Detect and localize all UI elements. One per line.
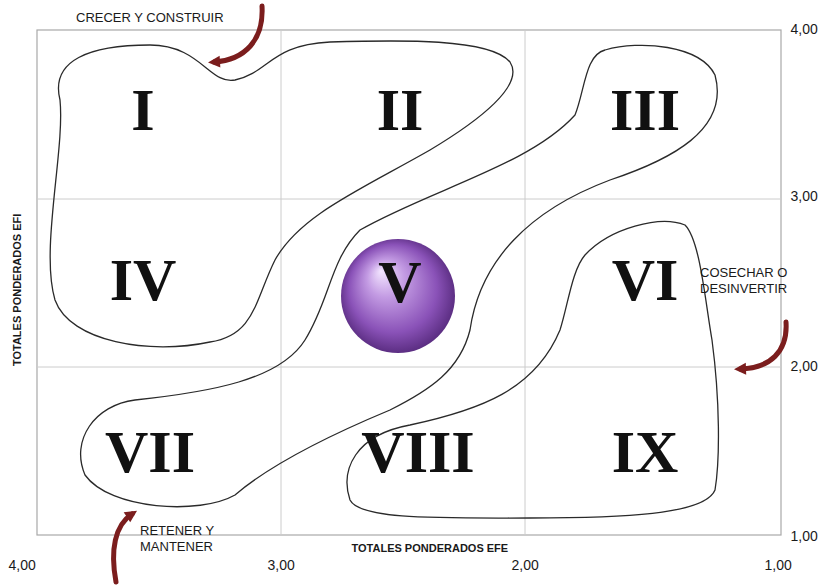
matrix-cell: IX xyxy=(525,367,781,535)
axis-value: 3,00 xyxy=(791,188,818,206)
quadrant-numeral: VII xyxy=(105,422,195,482)
strategy-label: RETENER Y MANTENER xyxy=(140,523,236,556)
axis-title: TOTALES PONDERADOS EFI xyxy=(11,214,25,366)
quadrant-numeral: I xyxy=(131,80,154,140)
quadrant-numeral: IX xyxy=(612,422,679,482)
region-outline xyxy=(81,45,718,506)
callout-arrows xyxy=(114,6,787,582)
axis-value: 1,00 xyxy=(765,557,792,575)
matrix-cell: V xyxy=(281,199,525,367)
grid-border xyxy=(37,30,781,535)
axis-value: 4,00 xyxy=(9,557,36,575)
callout-arrow xyxy=(740,322,786,369)
axis-value: 2,00 xyxy=(512,557,539,575)
region-outlines xyxy=(50,41,718,518)
grid-line xyxy=(525,30,526,535)
quadrant-numeral: II xyxy=(377,80,424,140)
quadrant-numeral: VI xyxy=(612,250,679,310)
grid-line xyxy=(37,199,781,200)
matrix-cell: III xyxy=(525,30,781,199)
grid-line xyxy=(37,367,781,368)
strategy-label: COSECHAR O DESINVERTIR xyxy=(700,265,804,298)
quadrant-numeral: III xyxy=(610,80,680,140)
axis-value: 2,00 xyxy=(791,358,818,376)
matrix-cell: II xyxy=(281,30,525,199)
region-outline xyxy=(347,222,718,518)
quadrant-numeral: IV xyxy=(110,250,177,310)
axis-value: 4,00 xyxy=(791,21,818,39)
axis-value: 3,00 xyxy=(268,557,295,575)
strategy-label: CRECER Y CONSTRUIR xyxy=(76,10,224,26)
quadrant-numeral: VIII xyxy=(361,422,474,482)
grid-line xyxy=(281,30,282,535)
quadrant-numeral: V xyxy=(378,252,421,312)
matrix-cell: VII xyxy=(37,367,281,535)
matrix-cell: VIII xyxy=(281,367,525,535)
axis-value: 1,00 xyxy=(791,528,818,546)
purple-sphere xyxy=(341,239,455,353)
matrix-cell: I xyxy=(37,30,281,199)
matrix-cell: IV xyxy=(37,199,281,367)
callout-arrow xyxy=(114,514,132,582)
axis-title: TOTALES PONDERADOS EFE xyxy=(352,542,509,556)
grid xyxy=(37,30,781,535)
